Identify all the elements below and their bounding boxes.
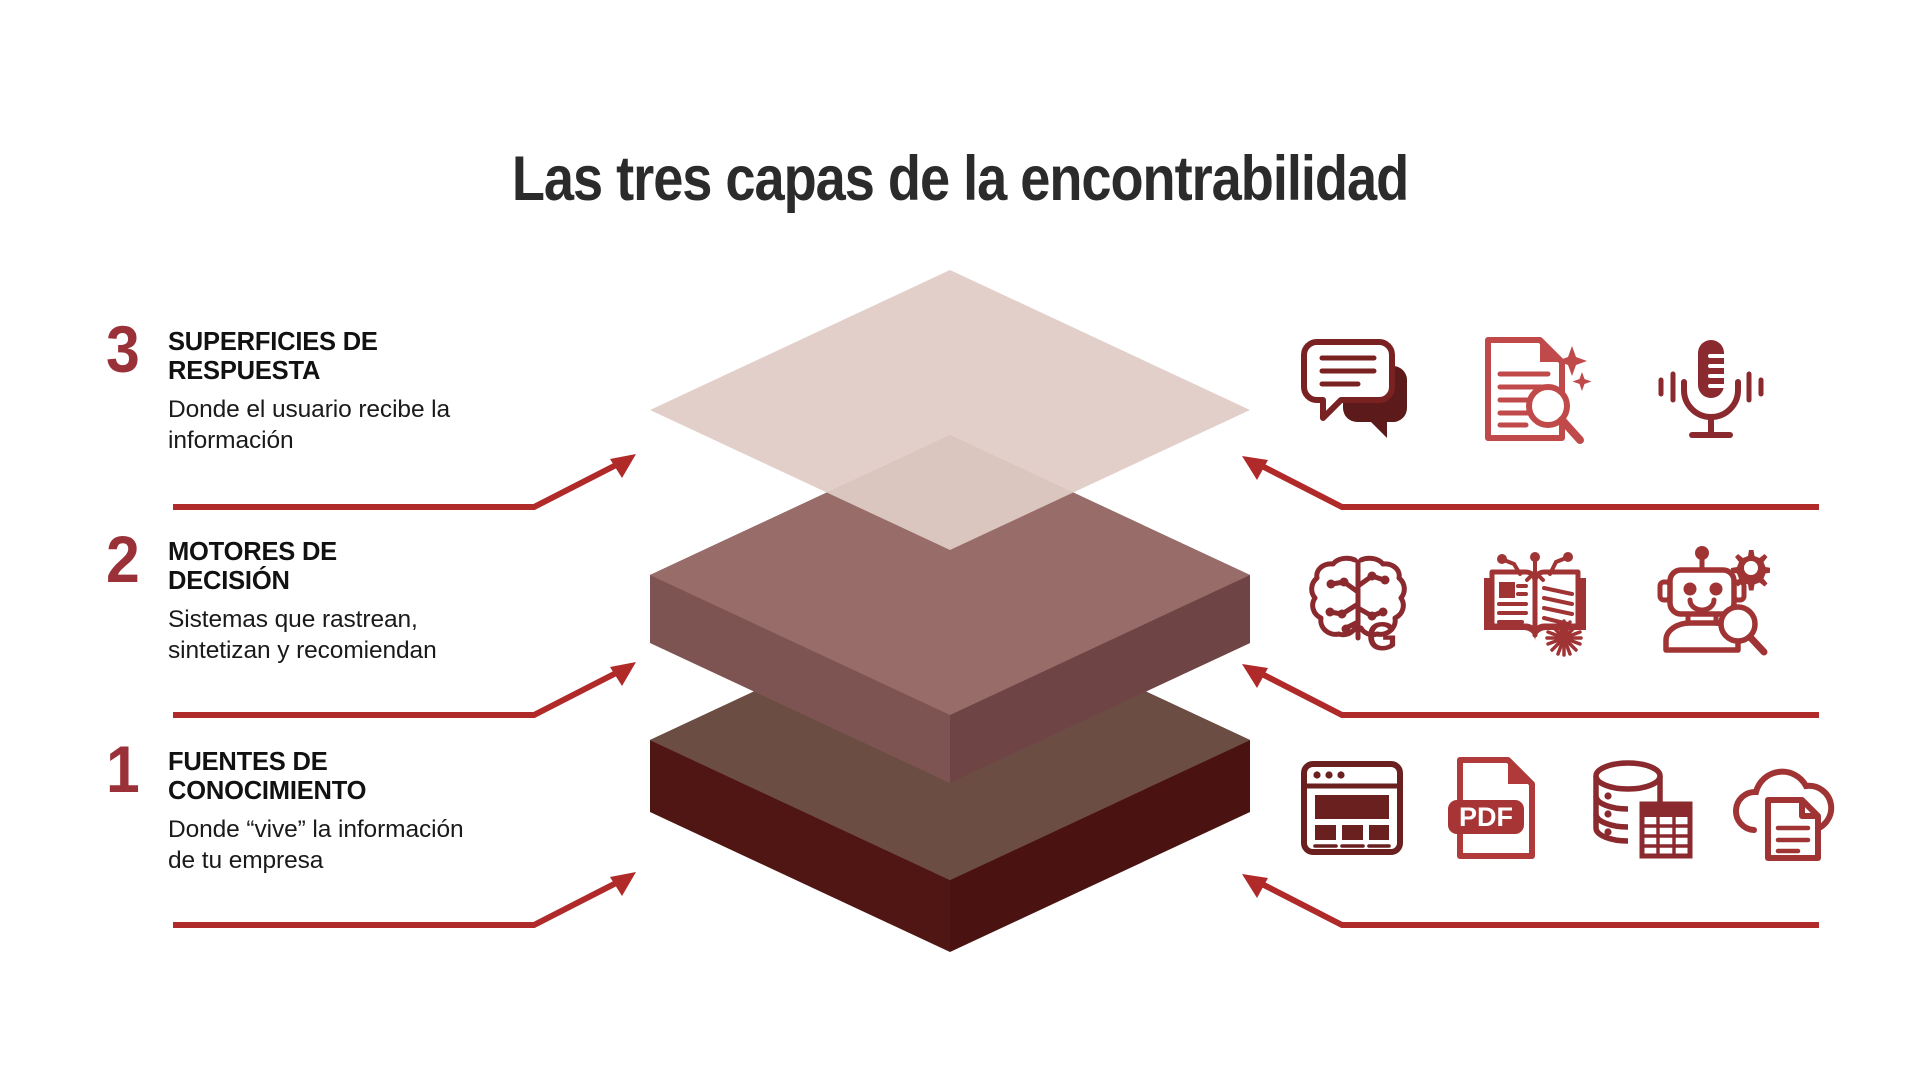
icon-row-motores: G <box>1300 542 1800 660</box>
step-block-1: 1 FUENTES DE CONOCIMIENTO Donde “vive” l… <box>106 736 576 876</box>
isometric-layer-stack <box>630 270 1270 970</box>
cloud-document-icon <box>1728 752 1840 864</box>
layer-motores-de-decision <box>650 435 1250 783</box>
connector-arrow-left-2 <box>170 648 650 743</box>
step-number-3: 3 <box>106 312 140 386</box>
database-table-icon <box>1584 752 1696 864</box>
icon-row-fuentes: PDF <box>1296 752 1835 864</box>
step-description-2: Sistemas que rastrean, sintetizan y reco… <box>168 606 437 664</box>
pdf-label: PDF <box>1459 802 1513 832</box>
step-number-2: 2 <box>106 522 140 596</box>
chat-bubbles-icon <box>1300 330 1418 448</box>
step-heading-2: MOTORES DE DECISIÓN <box>168 538 337 596</box>
page-title: Las tres capas de la encontrabilidad <box>511 144 1409 214</box>
document-search-sparkle-icon <box>1476 330 1594 448</box>
icon-row-superficies <box>1300 330 1800 448</box>
connector-arrow-right-1 <box>1222 858 1822 953</box>
step-block-2: 2 MOTORES DE DECISIÓN Sistemas que rastr… <box>106 526 576 666</box>
open-book-circuit-icon <box>1476 542 1594 660</box>
pdf-file-icon: PDF <box>1440 752 1552 864</box>
connector-arrow-left-3 <box>170 440 650 535</box>
layer-superficies-de-respuesta <box>650 270 1250 550</box>
step-number-1: 1 <box>106 732 140 806</box>
step-heading-1: FUENTES DE CONOCIMIENTO <box>168 748 367 806</box>
step-block-3: 3 SUPERFICIES DE RESPUESTA Donde el usua… <box>106 316 576 456</box>
step-description-3: Donde el usuario recibe la información <box>168 396 451 454</box>
brain-network-g-icon: G <box>1300 542 1418 660</box>
connector-arrow-right-2 <box>1222 648 1822 743</box>
brain-g-label: G <box>1366 615 1397 659</box>
step-description-1: Donde “vive” la información de tu empres… <box>168 816 464 874</box>
step-heading-3: SUPERFICIES DE RESPUESTA <box>168 328 378 386</box>
browser-window-icon <box>1296 752 1408 864</box>
connector-arrow-right-3 <box>1222 440 1822 535</box>
connector-arrow-left-1 <box>170 858 650 953</box>
microphone-voice-icon <box>1652 330 1770 448</box>
robot-gear-search-icon <box>1652 542 1770 660</box>
